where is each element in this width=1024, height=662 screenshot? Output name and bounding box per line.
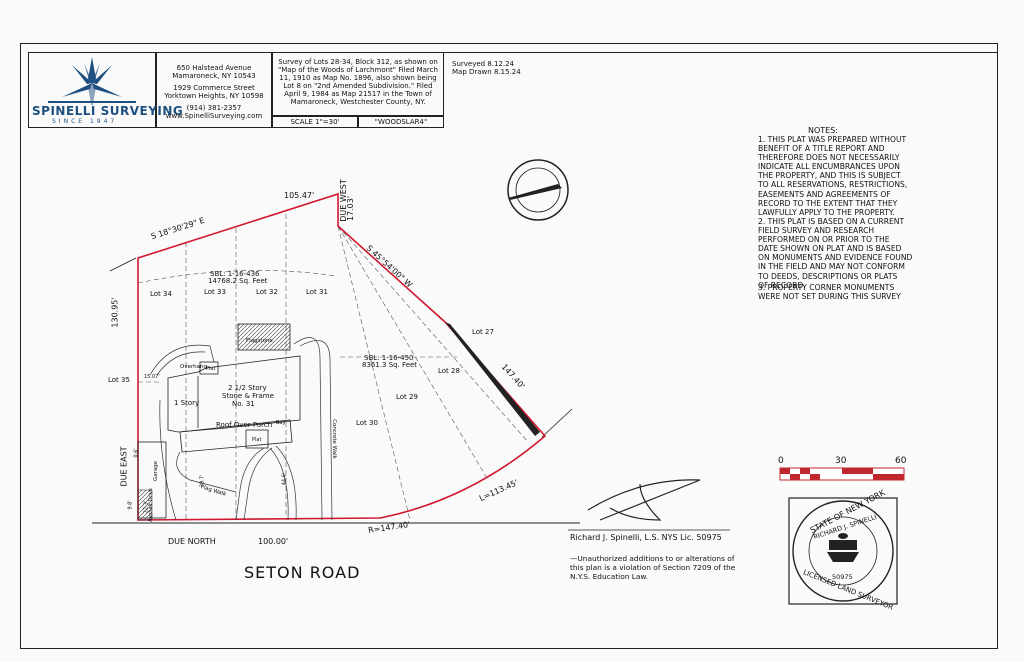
lot-28: Lot 28 <box>438 367 460 375</box>
file-name: "WOODSLAR4" <box>374 118 428 126</box>
phone-number: (914) 381-2357 <box>186 104 242 112</box>
lot-30: Lot 30 <box>356 419 378 427</box>
road-name: SETON ROAD <box>244 563 361 582</box>
surveyor-signature-line: Richard J. Spinelli, L.S. NYS Lic. 50975 <box>570 533 722 542</box>
stone-wall <box>445 322 540 436</box>
north-distance: 105.47' <box>284 191 315 200</box>
due-east-label: DUE EAST <box>119 446 129 487</box>
lot-32: Lot 32 <box>256 288 278 296</box>
notes-title: NOTES: <box>808 126 838 135</box>
dim-44: 44.6' <box>281 472 288 486</box>
bay-label: Bay <box>276 420 286 426</box>
house-construction: Stone & Frame <box>222 392 274 400</box>
house-footprint <box>167 323 301 453</box>
flagstone-label: Flagstone <box>246 338 273 344</box>
bar-scale-0: 0 <box>778 456 784 466</box>
lot-34: Lot 34 <box>150 290 172 298</box>
walks <box>149 337 333 521</box>
scale-box <box>272 116 358 128</box>
note-2: 2. THIS PLAT IS BASED ON A CURRENT FIELD… <box>758 217 913 290</box>
area-1: 14768.2 Sq. Feet <box>208 277 268 285</box>
area-2: 8361.3 Sq. Feet <box>362 361 418 369</box>
seal-inner-ring <box>808 516 878 586</box>
dim-15: 15.07' <box>144 374 160 380</box>
title-block-logo <box>28 52 156 128</box>
overhang-label: Overhang <box>180 364 207 370</box>
title-block-address <box>156 52 272 128</box>
dim-39: 39.7' <box>199 474 206 488</box>
due-north-label: DUE NORTH <box>168 537 216 546</box>
seal-outer-ring <box>792 500 894 602</box>
address-line-4: Yorktown Heights, NY 10598 <box>164 92 264 100</box>
drawn-date: Map Drawn 8.15.24 <box>452 68 521 76</box>
bar-scale-60: 60 <box>895 456 907 466</box>
survey-description: Survey of Lots 28-34, Block 312, as show… <box>278 58 438 106</box>
seal-number: 50975 <box>832 573 853 581</box>
surveyed-date: Surveyed 8.12.24 <box>452 60 515 68</box>
lot-27: Lot 27 <box>472 328 494 336</box>
address-line-2: Mamaroneck, NY 10543 <box>172 72 256 80</box>
house-number: No. 31 <box>232 400 255 408</box>
title-block-top-rule <box>444 52 998 53</box>
title-block-description <box>272 52 444 116</box>
house-stories: 2 1/2 Story <box>228 384 267 392</box>
alteration-warning: —Unauthorized additions to or alteration… <box>570 554 736 581</box>
plat-label-1: Plat <box>206 366 216 372</box>
dim-06: 0.6' <box>133 448 140 458</box>
lot-33: Lot 33 <box>204 288 226 296</box>
lot-35: Lot 35 <box>108 376 130 384</box>
company-name: SPINELLI SURVEYING <box>32 104 184 118</box>
file-name-box <box>358 116 444 128</box>
west-distance: 130.95' <box>110 297 120 328</box>
scale-text: SCALE 1"=30' <box>290 118 340 126</box>
property-boundary <box>137 192 547 521</box>
lot-31: Lot 31 <box>306 288 328 296</box>
compass-star-icon <box>48 57 136 105</box>
seal-box <box>788 497 898 605</box>
note-3: 3. PROPERTY CORNER MONUMENTS WERE NOT SE… <box>758 283 901 302</box>
sbl-1: SBL: 1-16-436 <box>210 270 260 278</box>
bar-scale-30: 30 <box>835 456 847 466</box>
garage-label: Garage <box>153 460 160 482</box>
dim-22: 22.3' <box>143 500 150 514</box>
drawing-border <box>20 43 998 649</box>
signature-scribble <box>587 479 701 521</box>
website: www.SpinelliSurveying.com <box>165 112 263 120</box>
lot-lines <box>137 214 529 521</box>
sbl-2: SBL: 1-16-450 <box>364 354 414 362</box>
one-story-label: 1 Story <box>174 399 200 407</box>
north-arrow-icon <box>507 159 569 221</box>
bar-scale <box>779 467 905 481</box>
address-line-1: 650 Halstead Avenue <box>176 64 252 72</box>
concrete-walk-label: Concrete Walk <box>330 419 337 459</box>
plat-label-2: Plat <box>252 437 262 443</box>
note-1: 1. THIS PLAT WAS PREPARED WITHOUT BENEFI… <box>758 135 908 217</box>
lot-29: Lot 29 <box>396 393 418 401</box>
seal-emblem-icon <box>827 533 859 562</box>
company-since: SINCE 1947 <box>52 118 118 125</box>
dim-9: 9.8' <box>127 500 134 510</box>
address-line-3: 1929 Commerce Street <box>173 84 255 92</box>
porch-label: Roof Over Porch <box>216 421 273 429</box>
due-west-distance: 17.03' <box>346 195 356 222</box>
south-distance: 100.00' <box>258 537 289 546</box>
